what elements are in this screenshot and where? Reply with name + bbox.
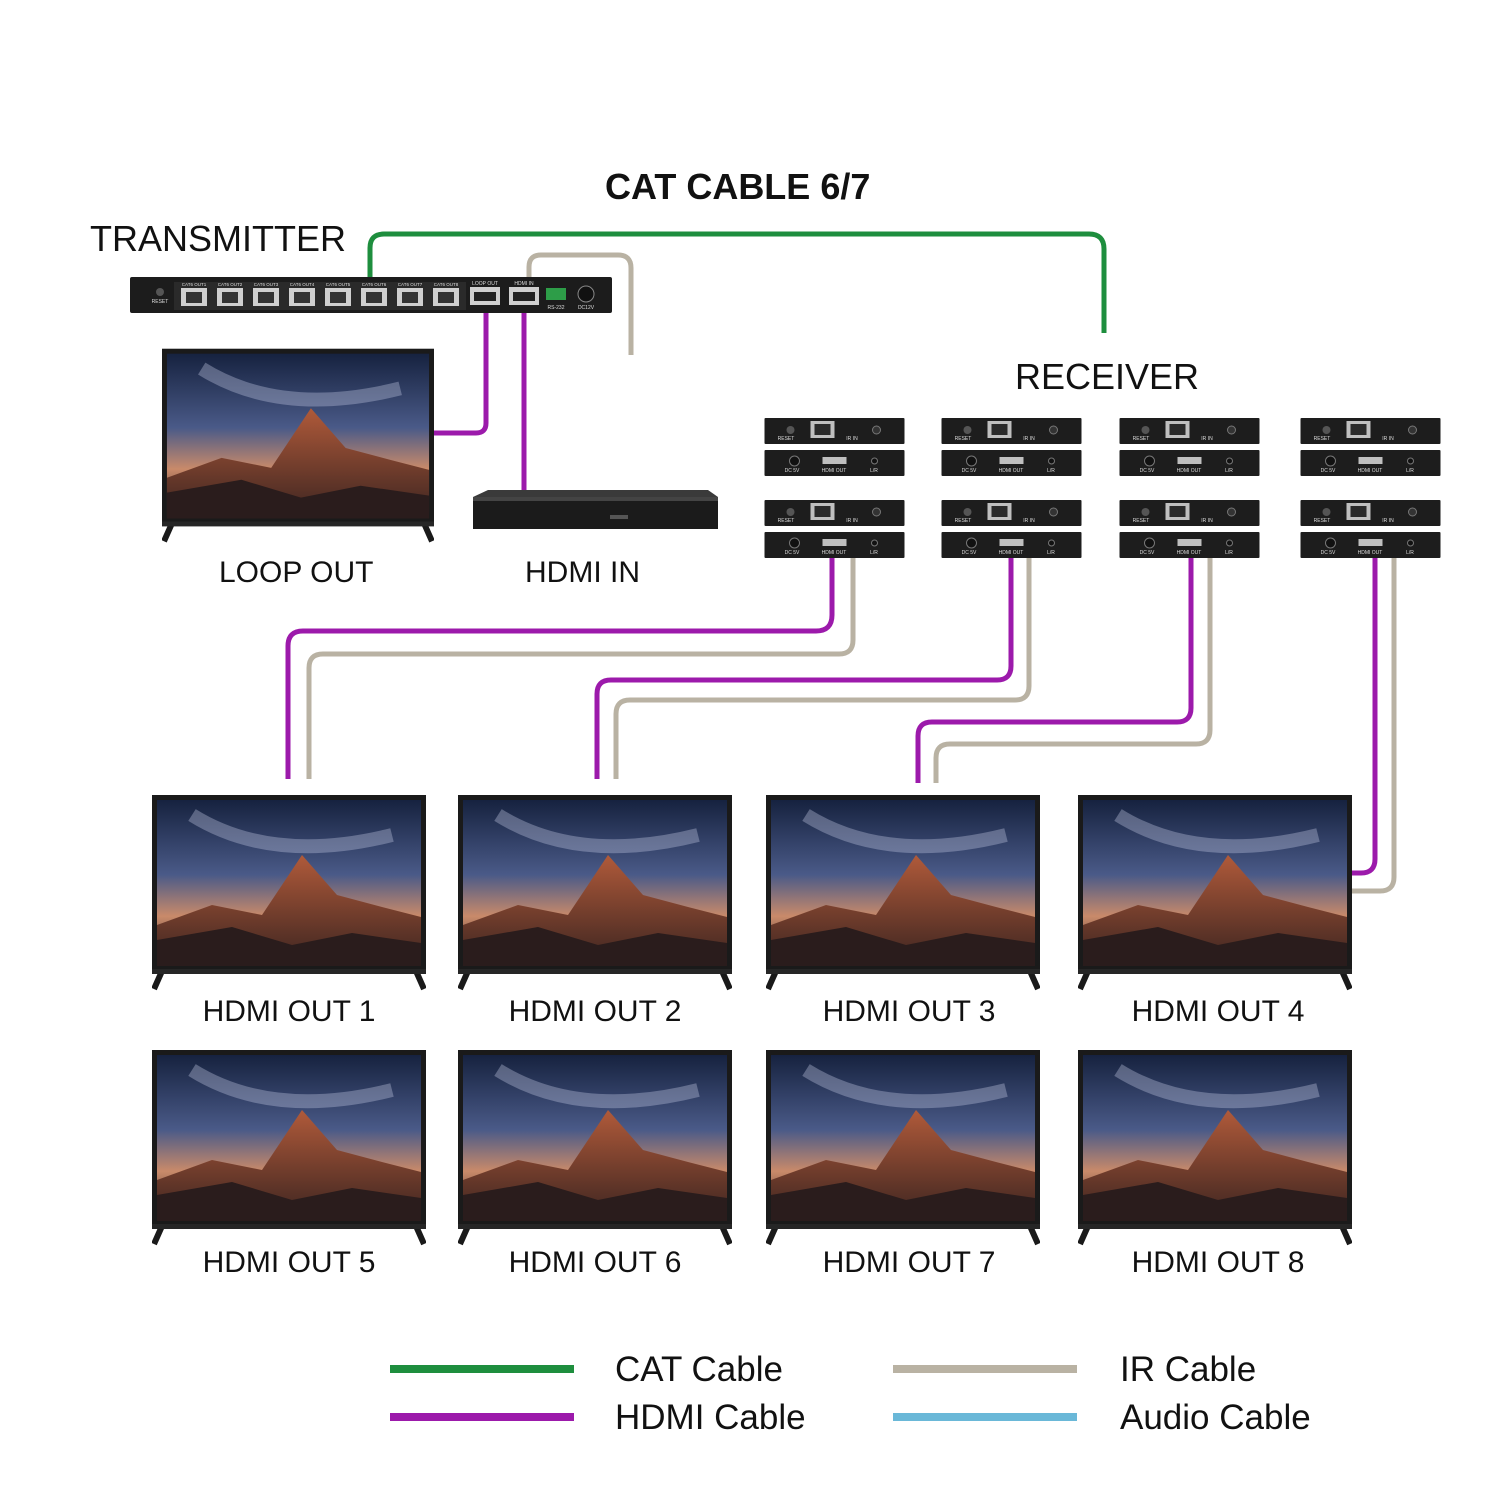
reset-label: RESET: [152, 299, 169, 305]
cable-layer: [285, 231, 1397, 894]
ir-cable-6: [306, 558, 856, 779]
hdmi-out-1-label: HDMI OUT 1: [202, 995, 376, 1028]
receiver-port-label: IR IN: [1201, 436, 1213, 442]
receiver-port-label: DC 5V: [785, 550, 800, 556]
cat-port-label: CAT6 OUT4: [290, 282, 315, 287]
hdmi-source-player: [473, 490, 718, 529]
receiver-port-label: L/R: [870, 550, 878, 556]
receiver-port-label: L/R: [1406, 550, 1414, 556]
legend-hdmi-label: HDMI Cable: [615, 1398, 806, 1437]
legend-ir-label: IR Cable: [1120, 1350, 1257, 1389]
hdmi-cable-9: [915, 558, 1194, 783]
page-title: CAT CABLE 6/7: [605, 166, 871, 207]
receiver-port-label: RESET: [1314, 518, 1331, 524]
hdmi-cable-5: [285, 558, 835, 779]
output-tv-8: [1078, 1050, 1352, 1244]
loop-port-label: LOOP OUT: [472, 281, 498, 287]
cat-port-label: CAT6 OUT1: [182, 282, 207, 287]
receiver-port-label: IR IN: [846, 436, 858, 442]
receiver-port-label: IR IN: [1023, 518, 1035, 524]
output-tv-6: [458, 1050, 732, 1244]
power-label: DC12V: [578, 305, 595, 311]
receiver-port-label: RESET: [955, 518, 972, 524]
legend-cat-label: CAT Cable: [615, 1350, 783, 1389]
cat-cable-1: [367, 231, 1107, 333]
receiver-port-label: DC 5V: [1140, 468, 1155, 474]
hdmi-cable-3: [432, 313, 489, 436]
receiver-port-label: HDMI OUT: [999, 550, 1024, 556]
receiver-port-label: L/R: [1047, 468, 1055, 474]
ir-cable-12: [1351, 558, 1397, 894]
receiver-port-label: HDMI OUT: [1358, 550, 1383, 556]
transmitter-device: CAT6 OUT1 CAT6 OUT2 CAT6 OUT3 CAT6 OUT4 CAT6…: [130, 277, 612, 313]
loop-out-label: LOOP OUT: [219, 556, 374, 589]
cat-port-label: CAT6 OUT2: [218, 282, 243, 287]
cat-port-label: CAT6 OUT5: [326, 282, 351, 287]
receiver-port-label: IR IN: [846, 518, 858, 524]
legend-hdmi-swatch: [390, 1413, 574, 1421]
receiver-port-label: IR IN: [1382, 518, 1394, 524]
output-tv-4: [1078, 795, 1352, 989]
receiver-port-label: IR IN: [1023, 436, 1035, 442]
output-tv-5: [152, 1050, 426, 1244]
cat-port-label: CAT6 OUT8: [434, 282, 459, 287]
transmitter-label: TRANSMITTER: [90, 218, 346, 259]
output-tv-1: [152, 795, 426, 989]
legend-ir-swatch: [893, 1365, 1077, 1373]
loop-out-tv: [162, 349, 434, 542]
legend-audio-label: Audio Cable: [1120, 1398, 1311, 1437]
cat-port-label: CAT6 OUT7: [398, 282, 423, 287]
output-tv-3: [766, 795, 1040, 989]
hdmi-out-3-label: HDMI OUT 3: [822, 995, 996, 1028]
output-tv-2: [458, 795, 732, 989]
hdmi-out-7-label: HDMI OUT 7: [822, 1246, 996, 1279]
receiver-port-label: RESET: [955, 436, 972, 442]
receiver-port-label: IR IN: [1201, 518, 1213, 524]
receiver-port-label: HDMI OUT: [1358, 468, 1383, 474]
receiver-port-label: RESET: [1133, 518, 1150, 524]
ir-cable-8: [613, 558, 1032, 779]
receiver-port-label: L/R: [1406, 468, 1414, 474]
output-tv-7: [766, 1050, 1040, 1244]
receiver-port-label: RESET: [778, 436, 795, 442]
hdmi-out-5-label: HDMI OUT 5: [202, 1246, 376, 1279]
hdmi-out-4-label: HDMI OUT 4: [1131, 995, 1305, 1028]
receiver-port-label: DC 5V: [962, 550, 977, 556]
receiver-port-label: DC 5V: [962, 468, 977, 474]
hdmi-cable-11: [1351, 558, 1378, 876]
receiver-port-label: DC 5V: [1321, 468, 1336, 474]
legend-audio-swatch: [893, 1413, 1077, 1421]
hdmi-out-6-label: HDMI OUT 6: [508, 1246, 682, 1279]
hdmi-port-label: HDMI IN: [514, 281, 534, 287]
cat-port-label: CAT6 OUT3: [254, 282, 279, 287]
ir-cable-2: [526, 252, 634, 355]
receiver-port-label: HDMI OUT: [1177, 550, 1202, 556]
hdmi-cable-7: [594, 558, 1014, 779]
hdmi-in-label: HDMI IN: [525, 556, 640, 589]
receiver-port-label: DC 5V: [1321, 550, 1336, 556]
receiver-port-label: RESET: [1314, 436, 1331, 442]
receiver-port-label: L/R: [870, 468, 878, 474]
receiver-port-label: RESET: [778, 518, 795, 524]
receiver-port-label: IR IN: [1382, 436, 1394, 442]
receiver-port-label: DC 5V: [1140, 550, 1155, 556]
receiver-port-label: DC 5V: [785, 468, 800, 474]
receiver-port-label: L/R: [1225, 468, 1233, 474]
receiver-port-label: HDMI OUT: [1177, 468, 1202, 474]
receiver-port-label: L/R: [1047, 550, 1055, 556]
cat-port-label: CAT6 OUT6: [362, 282, 387, 287]
receiver-label: RECEIVER: [1015, 356, 1200, 397]
receiver-port-label: RESET: [1133, 436, 1150, 442]
ir-cable-10: [933, 558, 1213, 783]
rs232-label: RS-232: [548, 305, 565, 311]
receiver-port-label: HDMI OUT: [822, 550, 847, 556]
receiver-port-label: L/R: [1225, 550, 1233, 556]
receiver-port-label: HDMI OUT: [999, 468, 1024, 474]
hdmi-out-8-label: HDMI OUT 8: [1131, 1246, 1305, 1279]
receiver-port-label: HDMI OUT: [822, 468, 847, 474]
legend-cat-swatch: [390, 1365, 574, 1373]
hdmi-out-2-label: HDMI OUT 2: [508, 995, 682, 1028]
